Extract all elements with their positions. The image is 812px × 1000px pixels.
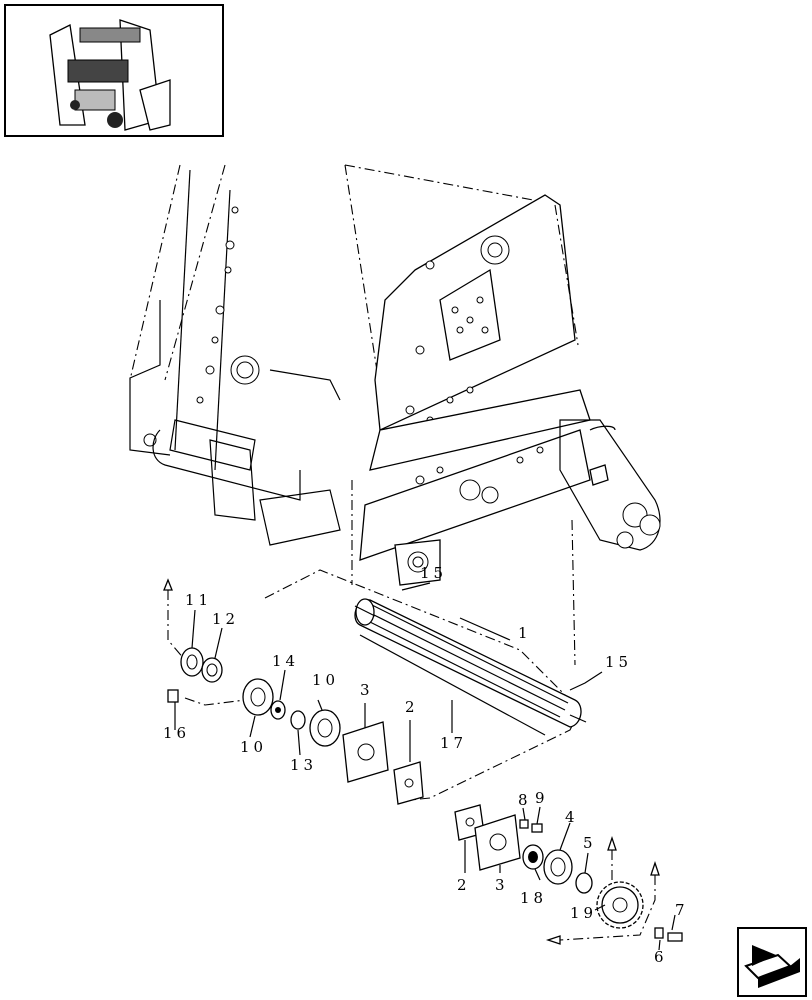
callout-14: 14 xyxy=(272,652,299,670)
callout-12: 12 xyxy=(212,610,239,628)
left-side-frame xyxy=(129,164,341,546)
right-drive-parts xyxy=(454,804,683,945)
feed-roller-assembly xyxy=(264,569,587,801)
callout-9: 9 xyxy=(535,789,549,807)
overview-thumbnail xyxy=(4,4,224,137)
callout-7: 7 xyxy=(675,901,689,919)
callout-2-right: 2 xyxy=(457,876,471,894)
left-bearing-parts xyxy=(163,578,424,805)
callout-11: 11 xyxy=(185,591,212,609)
callout-2-left: 2 xyxy=(405,698,419,716)
next-page-arrow-icon[interactable] xyxy=(737,927,807,997)
callout-13: 13 xyxy=(290,756,317,774)
callout-8: 8 xyxy=(518,791,532,809)
callout-16: 16 xyxy=(163,724,190,742)
callout-1: 1 xyxy=(518,624,532,642)
callout-6: 6 xyxy=(654,948,668,966)
right-side-frame xyxy=(344,164,661,666)
callout-5: 5 xyxy=(583,834,597,852)
callout-15-lower: 15 xyxy=(605,653,632,671)
callout-3-right: 3 xyxy=(495,876,509,894)
callout-labels: 1 2 2 3 3 4 5 6 7 8 9 10 10 11 12 13 14 … xyxy=(163,564,689,966)
callout-4: 4 xyxy=(565,808,579,826)
callout-17: 17 xyxy=(440,734,467,752)
callout-10-lower: 10 xyxy=(240,738,267,756)
callout-3-left: 3 xyxy=(360,681,374,699)
callout-18: 18 xyxy=(520,889,547,907)
callout-15-upper: 15 xyxy=(420,564,447,582)
callout-10-upper: 10 xyxy=(312,671,339,689)
leader-lines xyxy=(174,582,676,951)
callout-19: 19 xyxy=(570,904,597,922)
